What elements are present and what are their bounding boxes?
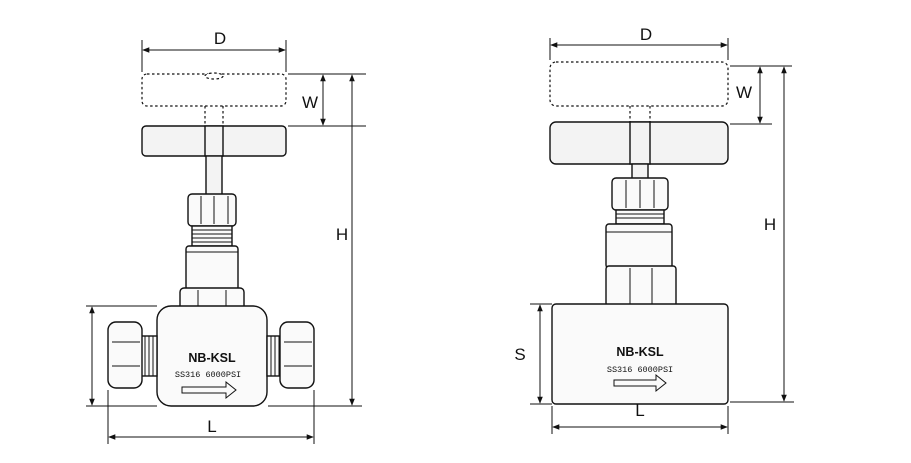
left-dim-l-label: L xyxy=(207,417,216,436)
left-end-fitting-right xyxy=(266,321,315,389)
right-dim-l-label: L xyxy=(635,401,644,420)
right-dim-s-label: S xyxy=(514,345,525,364)
right-brand-label: NB-KSL xyxy=(616,345,664,359)
left-valve-drawing: NB-KSL SS316 6000PSI xyxy=(107,72,315,407)
left-brand-label: NB-KSL xyxy=(188,351,236,365)
right-dimensions: D W H S L xyxy=(514,25,794,434)
left-threads xyxy=(191,225,233,247)
right-valve-body xyxy=(551,303,729,405)
left-stem-dashed xyxy=(204,106,224,128)
left-handle-hub xyxy=(204,125,224,157)
left-packing-nut xyxy=(187,193,237,227)
left-bonnet xyxy=(185,245,239,291)
left-handle-open-hub xyxy=(204,72,224,80)
left-end-fitting-left xyxy=(107,321,158,389)
right-handle-hub xyxy=(629,121,651,165)
left-dimensions: D W H L xyxy=(86,29,366,444)
right-dim-d-label: D xyxy=(640,25,652,44)
right-handle-open-position xyxy=(549,61,729,107)
right-bonnet xyxy=(605,223,673,269)
right-bonnet-hex xyxy=(605,265,677,307)
right-flow-arrow-icon xyxy=(613,373,667,393)
right-dim-w-label: W xyxy=(736,83,752,102)
right-dim-h-label: H xyxy=(764,215,776,234)
right-stem-dashed xyxy=(629,106,651,122)
left-stem xyxy=(205,155,223,197)
left-dim-w-label: W xyxy=(302,93,318,112)
left-spec-label: SS316 6000PSI xyxy=(175,370,241,380)
right-threads xyxy=(615,209,665,225)
right-spec-label: SS316 6000PSI xyxy=(607,365,673,375)
left-dim-h-label: H xyxy=(336,225,348,244)
left-dim-d-label: D xyxy=(214,29,226,48)
left-flow-arrow-icon xyxy=(181,380,237,400)
right-valve-drawing: NB-KSL SS316 6000PSI xyxy=(549,61,729,405)
